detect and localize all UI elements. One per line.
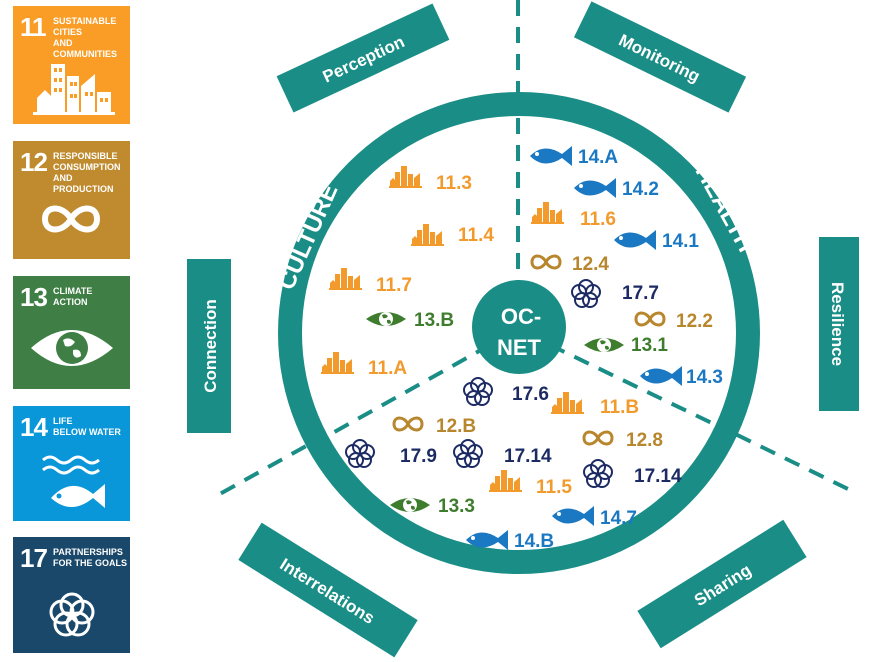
target-label: 12.2: [676, 311, 713, 332]
target-11-4: 11.4: [411, 224, 494, 246]
sdg-number: 13: [20, 282, 48, 312]
target-12-2: 12.2: [634, 311, 713, 332]
ring-label-justice: JUSTICE: [468, 582, 569, 609]
target-label: 11.A: [368, 358, 407, 379]
eye-globe-icon: [31, 330, 113, 366]
target-13-1: 13.1: [584, 335, 668, 356]
target-12-8: 12.8: [582, 430, 663, 451]
target-11-b: 11.B: [551, 392, 639, 418]
target-label: 12.8: [626, 430, 663, 451]
target-label: 14.2: [622, 179, 659, 200]
target-label: 11.3: [436, 173, 472, 194]
sdg-number: 17: [20, 543, 48, 573]
target-11-a: 11.A: [321, 352, 407, 379]
target-label: 14.7: [600, 508, 637, 529]
target-label: 11.6: [580, 209, 616, 230]
box-perception: Perception: [276, 3, 450, 113]
target-17-7: 17.7: [571, 279, 659, 308]
center-label-line1: OC-: [501, 304, 541, 329]
city-icon: [33, 64, 115, 115]
target-11-7: 11.7: [329, 268, 412, 296]
target-17-14-a: 17.14: [453, 439, 552, 468]
box-connection: Connection: [187, 259, 231, 433]
target-11-3: 11.3: [389, 166, 472, 194]
target-12-b: 12.B: [392, 416, 476, 437]
flower-icon: [49, 592, 95, 637]
target-label: 14.A: [578, 147, 618, 168]
fish-icon: [42, 455, 105, 508]
target-label: 13.B: [414, 310, 454, 331]
sdg-number: 14: [20, 412, 48, 442]
target-label: 17.14: [504, 446, 552, 467]
box-sharing: Sharing: [637, 519, 807, 649]
target-label: 17.6: [512, 384, 549, 405]
target-label: 12.B: [436, 416, 476, 437]
target-14-2: 14.2: [574, 178, 659, 200]
box-label: Resilience: [828, 282, 847, 366]
box-label: Connection: [201, 299, 220, 393]
inner-divider-lines: [319, 118, 721, 442]
center-circle: [472, 280, 566, 374]
target-label: 11.5: [536, 477, 572, 498]
target-13-b: 13.B: [366, 310, 454, 331]
box-monitoring: Monitoring: [573, 1, 747, 113]
target-14-a: 14.A: [530, 146, 618, 168]
target-17-6: 17.6: [463, 377, 549, 406]
target-label: 13.1: [631, 335, 668, 356]
target-14-1: 14.1: [614, 230, 699, 252]
target-14-3: 14.3: [640, 366, 723, 388]
target-13-3: 13.3: [390, 496, 475, 517]
box-interrelations: Interrelations: [238, 522, 418, 658]
target-11-5: 11.5: [489, 470, 572, 498]
target-label: 11.B: [600, 397, 639, 418]
center-label-line2: NET: [497, 335, 542, 360]
target-14-b: 14.B: [466, 530, 554, 552]
target-11-6: 11.6: [531, 202, 616, 230]
target-17-9: 17.9: [345, 439, 437, 468]
sdg-number: 12: [20, 147, 48, 177]
target-17-14-b: 17.14: [583, 459, 682, 488]
target-label: 11.4: [458, 225, 494, 246]
target-label: 14.1: [662, 231, 699, 252]
infinity-icon: [41, 205, 101, 233]
target-label: 14.3: [686, 367, 723, 388]
target-label: 17.7: [622, 283, 659, 304]
target-14-7: 14.7: [552, 506, 637, 529]
target-label: 13.3: [438, 496, 475, 517]
box-resilience: Resilience: [819, 237, 859, 411]
target-label: 17.9: [400, 446, 437, 467]
sdg-number: 11: [20, 12, 46, 42]
target-12-4: 12.4: [530, 254, 609, 275]
target-label: 17.14: [634, 466, 682, 487]
target-label: 11.7: [376, 275, 412, 296]
target-label: 14.B: [514, 531, 554, 552]
target-label: 12.4: [572, 254, 609, 275]
